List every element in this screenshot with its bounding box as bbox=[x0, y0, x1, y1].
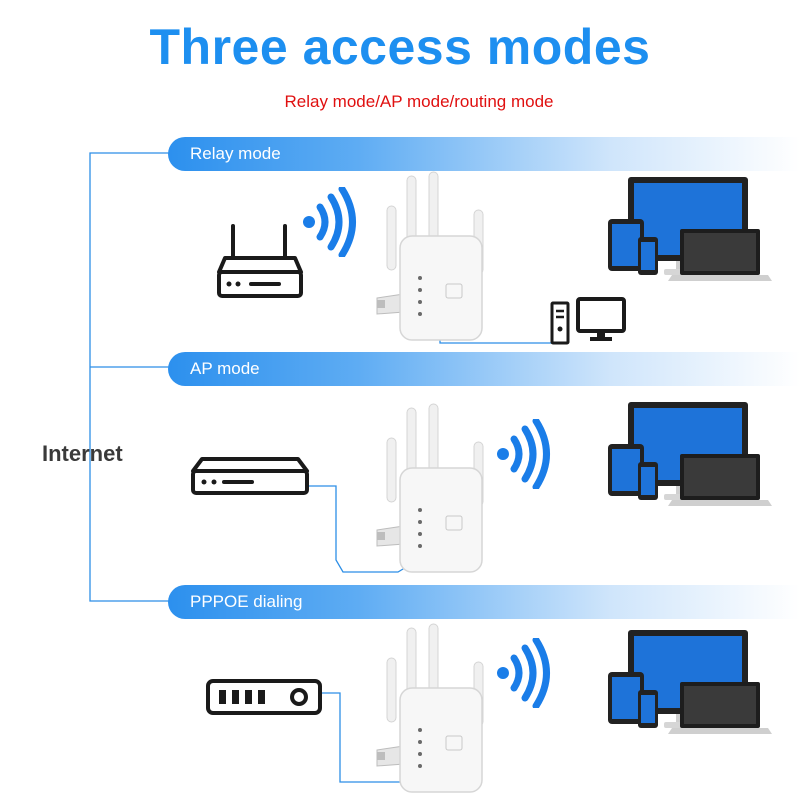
page-title: Three access modes bbox=[149, 19, 651, 75]
wifi-signal-icon bbox=[497, 419, 550, 489]
multi-device-icon bbox=[608, 402, 772, 506]
extender-device bbox=[376, 403, 484, 573]
extender-device bbox=[376, 171, 484, 341]
mode-label-relay: Relay mode bbox=[190, 144, 281, 163]
wifi-signal-icon bbox=[303, 187, 356, 257]
extender-device bbox=[376, 623, 484, 793]
switch-icon bbox=[191, 457, 309, 495]
multi-device-icon bbox=[608, 630, 772, 734]
internet-label: Internet bbox=[42, 441, 123, 466]
page-subtitle: Relay mode/AP mode/routing mode bbox=[284, 92, 554, 111]
mode-label-pppoe: PPPOE dialing bbox=[190, 592, 303, 611]
wifi-signal-icon bbox=[497, 638, 550, 708]
modem-icon bbox=[206, 679, 322, 715]
mode-band-relay: Relay mode bbox=[168, 137, 800, 171]
mode-label-ap: AP mode bbox=[190, 359, 260, 378]
multi-device-icon bbox=[608, 177, 772, 281]
desktop-pc-icon bbox=[550, 297, 626, 345]
mode-band-pppoe: PPPOE dialing bbox=[168, 585, 800, 619]
router-icon bbox=[217, 224, 303, 298]
mode-band-ap: AP mode bbox=[168, 352, 800, 386]
